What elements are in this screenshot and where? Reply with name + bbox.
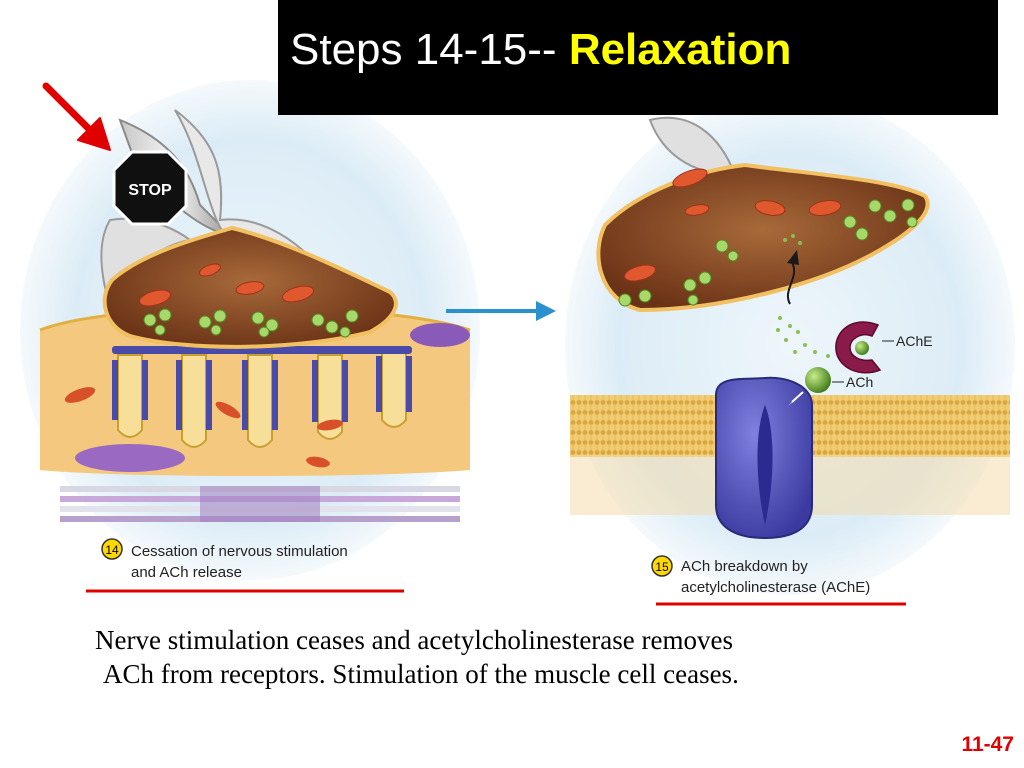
step-15-label: 15 ACh breakdown by acetylcholinesterase… xyxy=(651,555,870,596)
left-synaptic-vesicles xyxy=(143,308,359,338)
neuromuscular-relaxation-diagram: STOP 14 Cessation of nervous stimulation… xyxy=(20,80,1015,606)
receptor-beads xyxy=(112,346,412,430)
caption-line-2: ACh from receptors. Stimulation of the m… xyxy=(103,659,739,689)
title-prefix: Steps 14-15-- xyxy=(290,25,569,74)
right-synaptic-vesicles xyxy=(618,198,918,307)
left-panel: STOP 14 Cessation of nervous stimulation… xyxy=(20,80,480,593)
binding-arrowhead xyxy=(788,397,797,406)
label-ache: AChE xyxy=(896,333,933,349)
caption-line-1: Nerve stimulation ceases and acetylcholi… xyxy=(95,625,733,655)
slide-caption: Nerve stimulation ceases and acetylcholi… xyxy=(95,623,955,691)
step-14-number: 14 xyxy=(105,543,119,557)
step-14-line1: Cessation of nervous stimulation xyxy=(131,543,348,560)
left-nucleus-right xyxy=(410,323,470,347)
ach-fragments xyxy=(776,234,830,358)
red-pointer-arrow-icon xyxy=(42,82,111,151)
step-14-badge xyxy=(101,538,123,560)
stop-sign: STOP xyxy=(112,150,188,226)
ache-enzyme xyxy=(835,321,882,374)
ach-in-ache xyxy=(855,341,869,355)
step-14-label: 14 Cessation of nervous stimulation and … xyxy=(101,538,348,581)
left-nucleus-lower xyxy=(75,444,185,472)
step-15-line1: ACh breakdown by xyxy=(681,558,808,575)
label-ach: ACh xyxy=(846,374,873,390)
step-14-line2: and ACh release xyxy=(131,564,242,581)
right-axon-terminal xyxy=(596,162,930,313)
step-15-number: 15 xyxy=(655,560,669,574)
title-highlight: Relaxation xyxy=(568,25,792,74)
step-15-line2: acetylcholinesterase (AChE) xyxy=(681,579,870,596)
reuptake-arrowhead xyxy=(787,250,799,265)
junctional-folds xyxy=(117,349,407,448)
right-terminal-mitochondria xyxy=(623,168,842,282)
slide-title: Steps 14-15-- Relaxation xyxy=(290,25,792,74)
transition-arrow-icon xyxy=(446,301,556,321)
title-bar: Steps 14-15-- Relaxation xyxy=(278,0,998,115)
ach-molecule xyxy=(805,367,831,393)
left-terminal-mitochondria xyxy=(138,263,315,307)
myofibrils xyxy=(60,486,460,522)
muscle-mitochondria xyxy=(64,387,343,469)
step-15-badge xyxy=(651,555,673,577)
reuptake-arrow-icon xyxy=(787,261,795,305)
stop-sign-text: STOP xyxy=(128,182,172,199)
receptor-channel xyxy=(757,405,773,525)
right-panel: AChE ACh 15 ACh breakdown by acetylcholi… xyxy=(565,95,1015,606)
slide-number: 11-47 xyxy=(961,733,1014,756)
